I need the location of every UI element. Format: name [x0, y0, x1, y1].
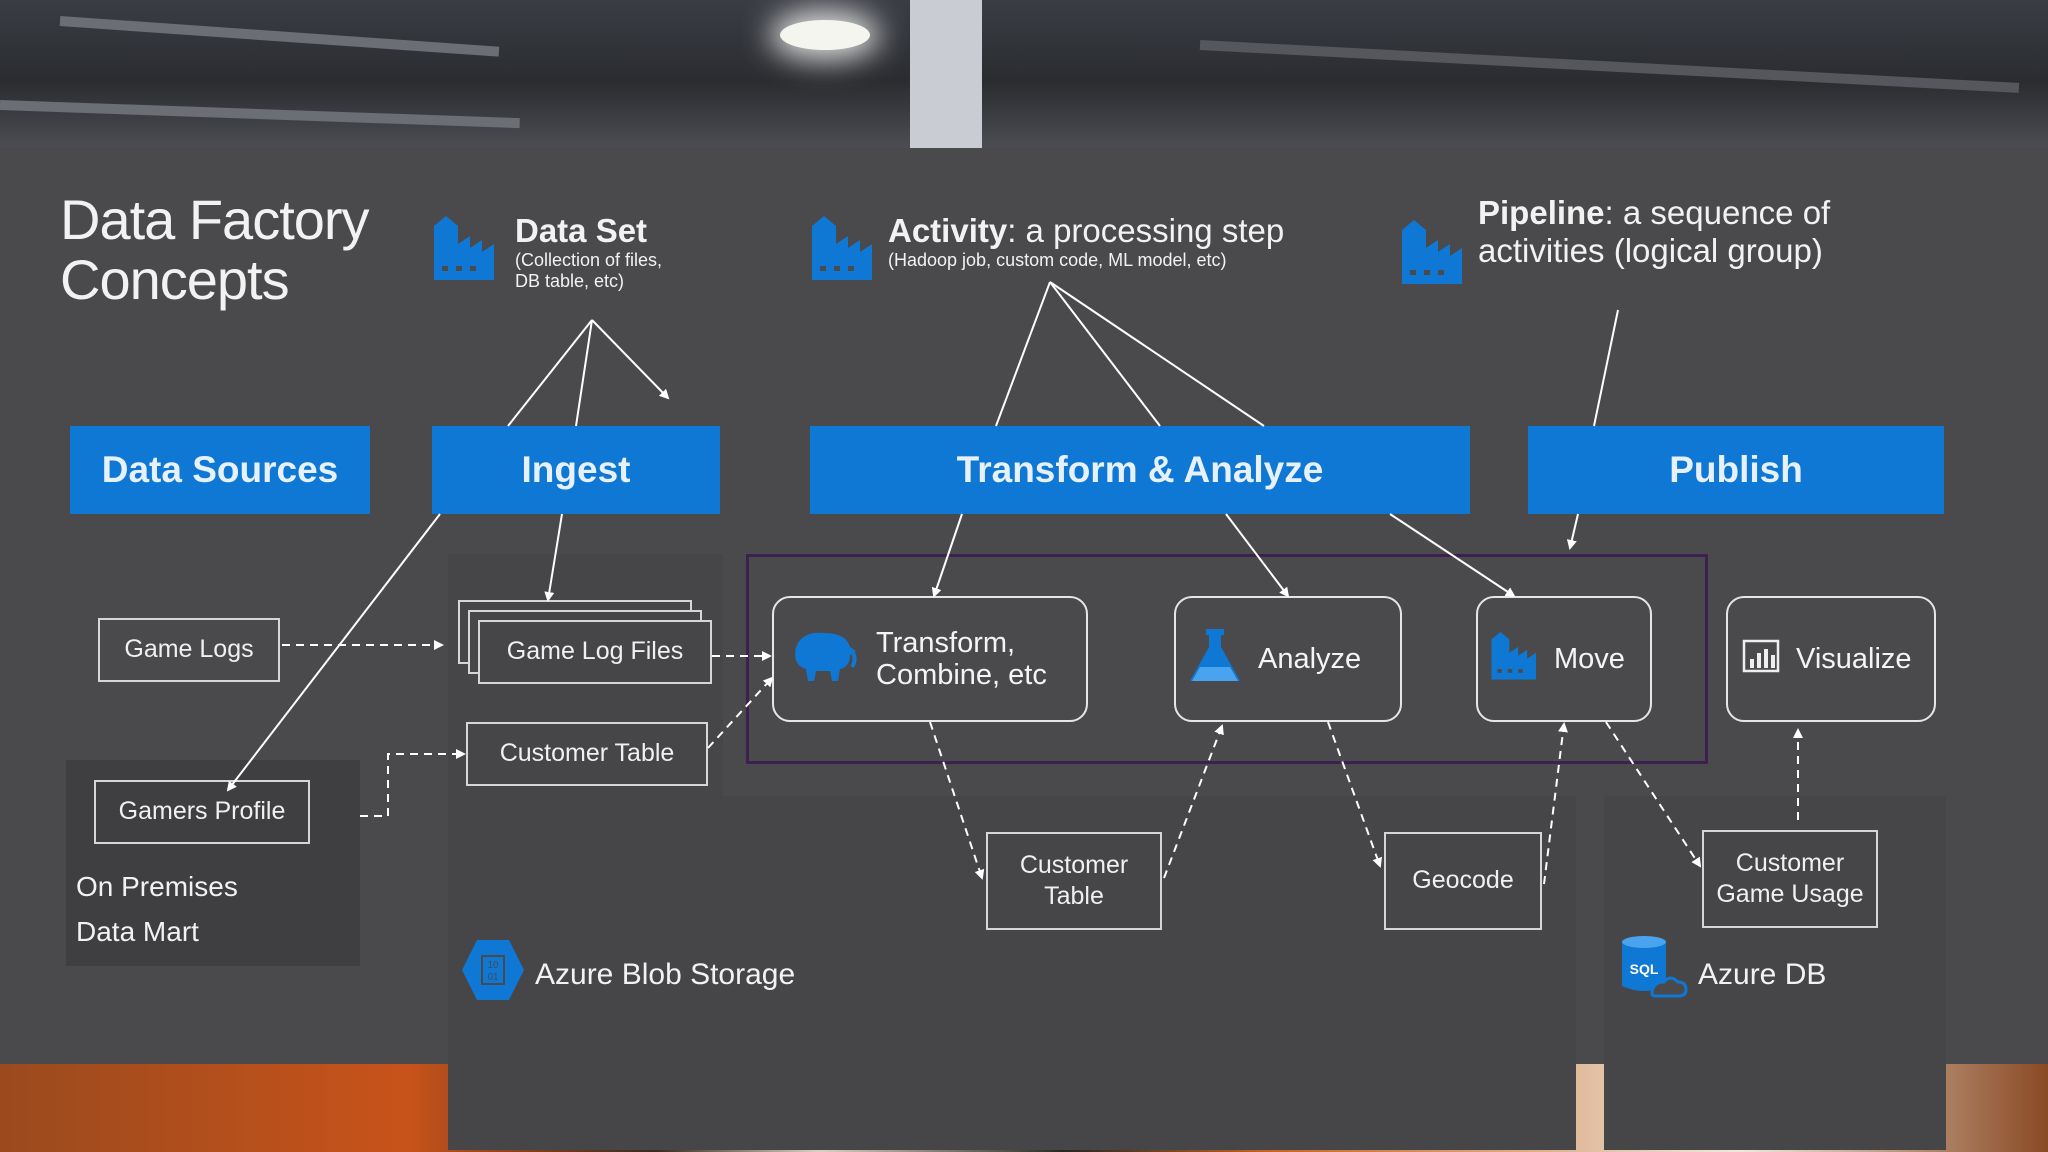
dataset-name: Data Set	[515, 212, 648, 249]
flask-icon	[1188, 627, 1242, 691]
ceiling-light	[780, 20, 870, 50]
move-activity: Move	[1476, 596, 1652, 722]
customer-table-node: Customer Table	[466, 722, 708, 786]
publish-header-to-pipeline	[1566, 513, 1579, 550]
profile-to-customer-table	[360, 749, 466, 817]
stage-data-sources: Data Sources	[70, 426, 370, 514]
ceiling-beam	[1199, 40, 2020, 93]
game-logs-node: Game Logs	[98, 618, 280, 682]
chart-icon	[1742, 637, 1782, 681]
dataset-desc-2: DB table, etc)	[515, 271, 625, 291]
move-to-game-usage	[1605, 721, 1702, 868]
analyze-to-geocode	[1327, 721, 1382, 868]
blob-storage-panel-lower	[448, 796, 1576, 1150]
ceiling-beam	[0, 100, 520, 129]
pipeline-legend: Pipeline: a sequence of activities (logi…	[1478, 194, 1830, 270]
ceiling-beam	[59, 16, 500, 57]
svg-text:10: 10	[487, 960, 499, 971]
move-header-to-activity	[1389, 513, 1516, 598]
title-line-1: Data Factory	[60, 188, 370, 251]
geocode-to-move	[1543, 722, 1568, 885]
page-title: Data Factory Concepts	[60, 188, 370, 311]
pipeline-pointer	[1593, 309, 1619, 427]
visualize-activity: Visualize	[1726, 596, 1936, 722]
dataset-desc-1: (Collection of files,	[515, 250, 663, 270]
stage-transform-analyze: Transform & Analyze	[810, 426, 1470, 514]
customer-table-to-analyze	[1163, 724, 1224, 879]
transform-line-2: Combine, etc	[876, 659, 1047, 691]
factory-icon	[1490, 630, 1542, 688]
activity-desc: (Hadoop job, custom code, ML model, etc)	[888, 250, 1227, 270]
activity-pointer	[1049, 281, 1161, 427]
svg-text:01: 01	[487, 972, 499, 983]
transform-label: Transform, Combine, etc	[876, 627, 1047, 691]
dataset-legend: Data Set (Collection of files, DB table,…	[515, 212, 662, 292]
on-premises-line-1: On Premises	[76, 871, 238, 902]
geocode-node: Geocode	[1384, 832, 1542, 930]
blob-storage-label: Azure Blob Storage	[535, 958, 796, 991]
title-line-2: Concepts	[60, 248, 290, 311]
customer-table-output-line-2: Table	[1044, 882, 1104, 910]
dataset-pointer	[591, 319, 670, 400]
dataset-pointer	[575, 319, 593, 427]
pipeline-line-2: activities (logical group)	[1478, 232, 1823, 269]
gamers-profile-node: Gamers Profile	[94, 780, 310, 844]
hadoop-elephant-icon	[788, 627, 858, 691]
activity-name: Activity	[888, 212, 1008, 249]
customer-table-output-line-1: Customer	[1019, 850, 1129, 879]
on-premises-label: On Premises Data Mart	[76, 864, 238, 954]
sql-database-icon: SQL	[1618, 932, 1688, 1007]
move-label: Move	[1554, 642, 1625, 675]
factory-icon	[432, 214, 502, 285]
transform-activity: Transform, Combine, etc	[772, 596, 1088, 722]
stage-ingest: Ingest	[432, 426, 720, 514]
activity-legend: Activity: a processing step (Hadoop job,…	[888, 212, 1284, 271]
transform-to-customer-table	[929, 721, 985, 880]
transform-line-1: Transform,	[876, 627, 1016, 659]
svg-text:SQL: SQL	[1630, 961, 1659, 977]
usage-line-2: Game Usage	[1716, 880, 1864, 908]
pipeline-name: Pipeline	[1478, 194, 1605, 231]
factory-icon	[810, 214, 880, 285]
activity-suffix: : a processing step	[1007, 212, 1285, 249]
stage-publish: Publish	[1528, 426, 1944, 514]
analyze-header-to-activity	[1225, 513, 1290, 598]
usage-line-1: Customer	[1735, 848, 1845, 877]
warehouse-ceiling-photo	[0, 0, 2048, 148]
dataset-pointer	[507, 319, 593, 427]
pipeline-suffix: : a sequence of	[1604, 194, 1831, 231]
ingest-to-game-log-files	[544, 513, 563, 602]
game-log-files-node: Game Log Files	[478, 620, 712, 684]
on-premises-panel	[66, 760, 360, 966]
ceiling-pillar	[910, 0, 982, 148]
activity-pointer	[995, 281, 1051, 427]
analyze-label: Analyze	[1258, 642, 1362, 675]
connector-lines	[226, 281, 1803, 885]
on-premises-line-2: Data Mart	[76, 916, 199, 947]
ingest-to-gamers-profile	[226, 513, 441, 792]
activity-pointer	[1049, 281, 1265, 427]
transform-header-to-activity	[931, 513, 963, 598]
visualize-label: Visualize	[1796, 642, 1912, 675]
customer-table-to-transform	[707, 676, 774, 749]
azure-db-label: Azure DB	[1698, 958, 1827, 991]
factory-icon	[1400, 218, 1470, 289]
diagram-slide: Data Factory Concepts Data Set (Collecti…	[0, 148, 2048, 1150]
